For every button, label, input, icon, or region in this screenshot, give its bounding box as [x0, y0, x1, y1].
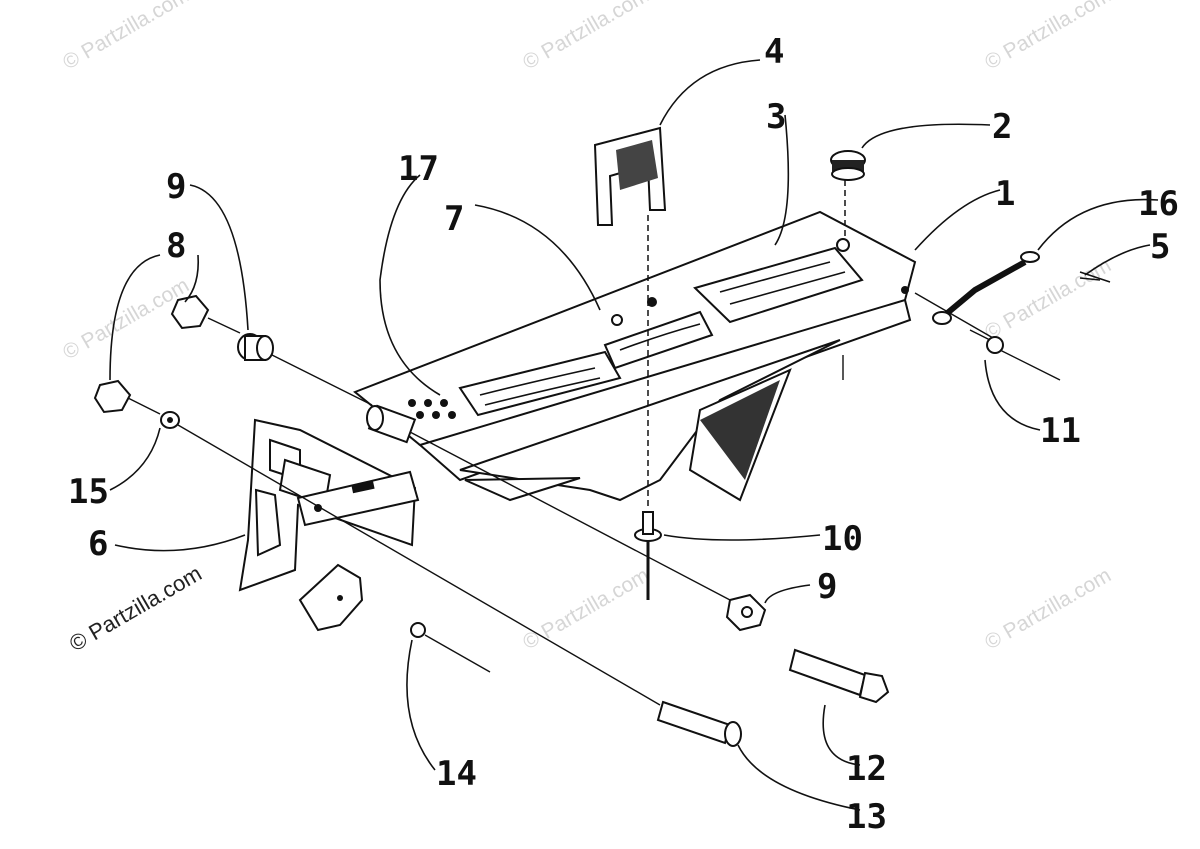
callout-4: 4: [764, 32, 784, 72]
part-11-rivet: [969, 329, 1061, 381]
part-14-bracket: [298, 563, 491, 673]
callout-15: 15: [68, 472, 109, 512]
part-2-grommet: [830, 150, 866, 238]
callout-5: 5: [1150, 227, 1170, 267]
part-9-spacer: [237, 333, 274, 361]
watermark: © Partzilla.com: [519, 564, 653, 655]
callout-9b: 9: [817, 567, 837, 607]
callout-3: 3: [766, 97, 786, 137]
part-6-plate: [238, 418, 420, 592]
callout-6: 6: [88, 524, 108, 564]
callout-7: 7: [444, 199, 464, 239]
watermark: © Partzilla.com: [981, 0, 1115, 74]
part-7-decal: [603, 310, 714, 370]
part-5-pin: [1079, 271, 1111, 283]
part-13-bolt: [656, 700, 742, 747]
callout-10: 10: [822, 519, 863, 559]
callout-11: 11: [1040, 411, 1081, 451]
part-9-spacer-right: [725, 593, 767, 632]
bushing: [366, 404, 417, 444]
leader-lines: [109, 59, 1159, 811]
watermark: © Partzilla.com: [59, 0, 193, 74]
callout-8a: 8: [166, 226, 186, 266]
part-15-washer: [160, 411, 180, 429]
part-8-nut: [93, 294, 210, 414]
callout-14: 14: [436, 754, 477, 794]
part-10-stud: [634, 300, 662, 600]
part-16-cable: [914, 251, 1040, 343]
assembly-axes: [127, 317, 731, 706]
part-3-decal: [693, 246, 864, 324]
callouts: 1 2 3 4 5 6 7 8 8 9 9 10 11 12 13 14 15 …: [68, 32, 1179, 837]
watermark: © Partzilla.com: [59, 274, 193, 365]
callout-13: 13: [846, 797, 887, 837]
watermark-bold: © Partzilla.com: [65, 561, 206, 657]
callout-2: 2: [992, 107, 1012, 147]
part-12-bolt: [788, 648, 890, 704]
callout-9a: 9: [166, 167, 186, 207]
watermark: © Partzilla.com: [519, 0, 653, 74]
watermark: © Partzilla.com: [981, 254, 1115, 345]
callout-1: 1: [995, 174, 1015, 214]
watermark: © Partzilla.com: [981, 564, 1115, 655]
part-17-decal: [458, 350, 622, 417]
callout-17: 17: [398, 149, 439, 189]
part-4-clip: [593, 126, 667, 300]
callout-16: 16: [1138, 184, 1179, 224]
callout-12: 12: [846, 749, 887, 789]
